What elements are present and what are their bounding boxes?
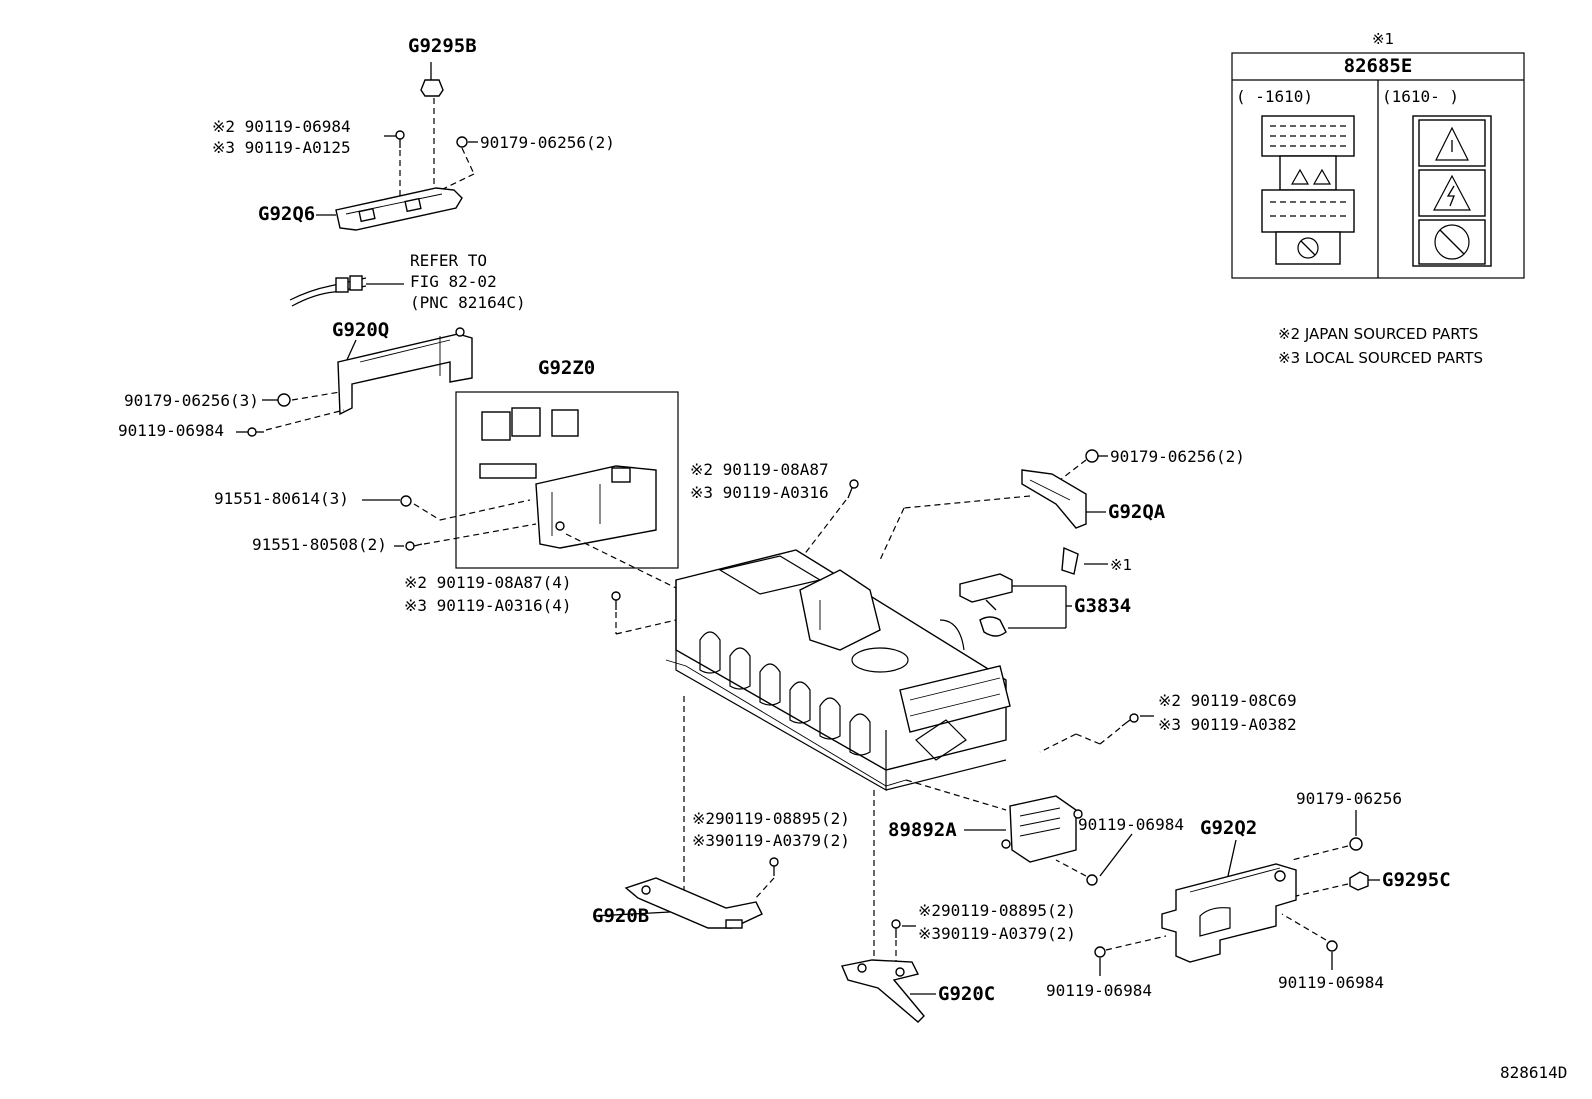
callout-japan-90119-08a87-4: ※2 90119-08A87(4) xyxy=(404,573,572,592)
callout-g92q6: G92Q6 xyxy=(258,203,315,225)
callout-g92z0: G92Z0 xyxy=(538,357,595,379)
nut-icon xyxy=(277,393,291,407)
bolt-icon xyxy=(1121,713,1139,727)
note-local-sourced: ※3 LOCAL SOURCED PARTS xyxy=(1278,349,1483,367)
inset-right-range: (1610- ) xyxy=(1382,87,1459,106)
callout-90119-06984-b: 90119-06984 xyxy=(1078,815,1184,834)
callout-89892a: 89892A xyxy=(888,819,957,841)
callout-mark1: ※1 xyxy=(1110,556,1132,574)
callout-japan-90119-08c69: ※2 90119-08C69 xyxy=(1158,691,1297,710)
callout-90179-06256: 90179-06256 xyxy=(1296,789,1402,808)
nut-icon xyxy=(1349,837,1363,851)
inset-left-range: ( -1610) xyxy=(1236,87,1313,106)
callout-local-90119-a0316: ※3 90119-A0316 xyxy=(690,483,829,502)
callout-90179-06256-3: 90179-06256(3) xyxy=(124,391,259,410)
callout-g9295c: G9295C xyxy=(1382,869,1451,891)
callout-91551-80508: 91551-80508(2) xyxy=(252,535,387,554)
callout-90179-06256-2b: 90179-06256(2) xyxy=(1110,447,1245,466)
bolt-icon xyxy=(405,541,423,551)
bolt-icon xyxy=(891,919,901,938)
clip-g9295b-icon xyxy=(420,62,444,97)
warning-label-new-icon xyxy=(1412,115,1492,267)
callout-90119-06984-c: 90119-06984 xyxy=(1046,981,1152,1000)
note-japan-sourced: ※2 JAPAN SOURCED PARTS xyxy=(1278,325,1478,343)
callout-g920b: G920B xyxy=(592,905,649,927)
label-sticker-icon xyxy=(1061,546,1079,575)
refer-line-1: REFER TO xyxy=(410,251,487,270)
diagram-id: 828614D xyxy=(1500,1063,1567,1082)
callout-g920c: G920C xyxy=(938,983,995,1005)
bolt-icon xyxy=(611,591,621,610)
battery-assembly-icon xyxy=(665,549,1011,792)
nut-icon xyxy=(456,136,468,148)
relay-block-icon xyxy=(479,407,657,549)
bolt-icon xyxy=(395,130,405,148)
nut-icon xyxy=(1085,449,1099,463)
callout-japan-90119-08895-a: ※290119-08895(2) xyxy=(692,809,850,828)
callout-91551-80614: 91551-80614(3) xyxy=(214,489,349,508)
bolt-icon xyxy=(247,427,264,437)
callout-japan-90119-08a87: ※2 90119-08A87 xyxy=(690,460,829,479)
callout-g92q2: G92Q2 xyxy=(1200,817,1257,839)
callout-japan-90119-08895-b: ※290119-08895(2) xyxy=(918,901,1076,920)
bolt-icon xyxy=(400,495,412,507)
callout-90119-06984-a: 90119-06984 xyxy=(118,421,224,440)
callout-90179-06256-2a: 90179-06256(2) xyxy=(480,133,615,152)
inset-mark: ※1 xyxy=(1372,30,1394,48)
label-inset: ※1 82685E ( -1610) (1610- ) xyxy=(1231,30,1525,279)
refer-line-2: FIG 82-02 xyxy=(410,272,497,291)
bracket-g92q2-icon xyxy=(1161,863,1297,963)
bolt-icon xyxy=(1086,874,1098,886)
callout-local-90119-a0382: ※3 90119-A0382 xyxy=(1158,715,1297,734)
callout-local-90119-a0316-4: ※3 90119-A0316(4) xyxy=(404,596,572,615)
warning-label-old-icon xyxy=(1261,115,1355,265)
callout-g920q: G920Q xyxy=(332,319,389,341)
callout-g92qa: G92QA xyxy=(1108,501,1166,523)
bracket-g92qa-icon xyxy=(1021,469,1087,529)
bolt-icon xyxy=(769,857,779,876)
callout-local-90119-a0125: ※3 90119-A0125 xyxy=(212,138,351,157)
bracket-g920c-icon xyxy=(841,959,925,1023)
bracket-g920q-icon xyxy=(337,327,473,416)
bolt-icon xyxy=(1094,946,1106,976)
bracket-g92q6-icon xyxy=(335,187,463,231)
callout-g9295b: G9295B xyxy=(408,35,477,57)
wire-harness-icon xyxy=(289,275,367,307)
callout-90119-06984-d: 90119-06984 xyxy=(1278,973,1384,992)
callout-g3834: G3834 xyxy=(1074,595,1131,617)
clip-g9295c-icon xyxy=(1349,871,1369,891)
callout-local-90119-a0379-a: ※390119-A0379(2) xyxy=(692,831,850,850)
callout-local-90119-a0379-b: ※390119-A0379(2) xyxy=(918,924,1076,943)
sensor-g3834-icon xyxy=(959,573,1013,637)
callout-japan-90119-06984: ※2 90119-06984 xyxy=(212,117,351,136)
bracket-g920b-icon xyxy=(624,877,763,929)
bolt-icon xyxy=(847,479,859,499)
bolt-icon xyxy=(1326,940,1338,970)
inset-part-number: 82685E xyxy=(1344,55,1413,77)
relay-box-frame xyxy=(455,391,679,569)
refer-line-3: (PNC 82164C) xyxy=(410,293,526,312)
ecu-89892a-icon xyxy=(1001,795,1083,863)
